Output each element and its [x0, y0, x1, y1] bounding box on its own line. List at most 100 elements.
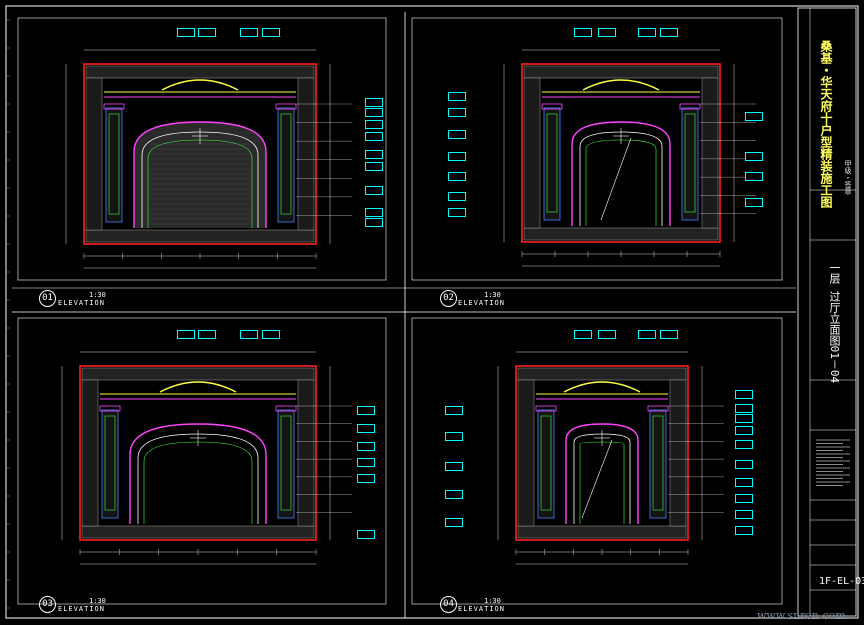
- material-tag-box: [357, 406, 375, 415]
- material-tag-box: [574, 28, 592, 37]
- pilaster-0: [105, 107, 123, 223]
- pilaster-panel-0: [104, 415, 116, 511]
- material-tag-box: [357, 474, 375, 483]
- material-tag-box: [598, 28, 616, 37]
- pilaster-0: [543, 107, 561, 221]
- material-tag-box: [448, 92, 466, 101]
- ceiling-band: [517, 367, 687, 381]
- material-tag-box: [745, 152, 763, 161]
- arch-outer: [133, 121, 267, 228]
- elevation-1: [65, 49, 352, 269]
- pilaster-1: [681, 107, 699, 221]
- material-tag-box: [365, 186, 383, 195]
- arch-liner: [585, 139, 657, 226]
- material-tag-box: [357, 530, 375, 539]
- pilaster-capital-1: [275, 405, 297, 412]
- wall-outline: [79, 365, 317, 541]
- drawing-title: 一层 过厅立面图01－04: [828, 262, 841, 384]
- material-tag-box: [365, 162, 383, 171]
- pilaster-capital-1: [647, 405, 669, 412]
- material-tag-box: [445, 490, 463, 499]
- material-tag-box: [735, 478, 753, 487]
- view-frame-4: [411, 317, 783, 605]
- material-tag-box: [365, 208, 383, 217]
- material-tag-box: [445, 518, 463, 527]
- material-tag-box: [745, 172, 763, 181]
- material-tag-box: [448, 208, 466, 217]
- pilaster-capital-1: [275, 103, 297, 110]
- sheet-border: [5, 5, 859, 619]
- wall-outline: [83, 63, 317, 245]
- material-tag-box: [365, 132, 383, 141]
- cornice-arc: [563, 381, 641, 393]
- material-tag-box: [735, 440, 753, 449]
- material-tag-box: [177, 28, 195, 37]
- pilaster-0: [537, 409, 555, 519]
- view-frame-3: [17, 317, 387, 605]
- view-label-03: ELEVATION: [58, 605, 105, 613]
- arch-outer: [565, 423, 639, 524]
- floor-band: [517, 525, 687, 539]
- material-tag-box: [638, 28, 656, 37]
- pilaster-panel-1: [652, 415, 664, 511]
- cornice-arc: [582, 79, 660, 91]
- arch-liner: [579, 441, 625, 524]
- material-tag-box: [638, 330, 656, 339]
- pilaster-1: [649, 409, 667, 519]
- ceiling-band: [523, 65, 719, 79]
- view-frame-1: [17, 17, 387, 281]
- sheet-frames: [5, 5, 859, 619]
- material-tag-box: [660, 330, 678, 339]
- ceiling-band: [85, 65, 315, 79]
- view-label-04: ELEVATION: [458, 605, 505, 613]
- pilaster-panel-0: [540, 415, 552, 511]
- wall-right: [701, 77, 719, 229]
- material-tag-box: [445, 462, 463, 471]
- drawing-number: 1F-EL-03: [819, 576, 864, 587]
- material-tag-box: [735, 526, 753, 535]
- material-tag-box: [357, 424, 375, 433]
- material-tag-box: [735, 414, 753, 423]
- material-tag-box: [735, 426, 753, 435]
- wall-left: [85, 77, 103, 231]
- material-tag-box: [448, 172, 466, 181]
- watermark: www.snren.com: [757, 609, 846, 622]
- material-tag-box: [448, 192, 466, 201]
- material-tag-box: [198, 330, 216, 339]
- material-tag-box: [365, 108, 383, 117]
- material-tag-box: [262, 28, 280, 37]
- cornice-arc: [161, 79, 239, 91]
- elevation-4: [497, 351, 724, 565]
- view-scale-02: 1:30: [484, 291, 501, 299]
- arch-inner: [579, 131, 663, 226]
- arch-outer: [571, 121, 671, 226]
- wall-outline: [515, 365, 689, 541]
- wall-right: [297, 77, 315, 231]
- material-tag-box: [445, 406, 463, 415]
- material-tag-box: [735, 494, 753, 503]
- wall-right: [297, 379, 315, 527]
- view-number-03: 03: [39, 596, 56, 613]
- pilaster-capital-1: [679, 103, 701, 110]
- elevation-2: [503, 49, 756, 267]
- material-tag-box: [745, 198, 763, 207]
- pilaster-panel-1: [280, 113, 292, 215]
- material-tag-box: [357, 458, 375, 467]
- view-label-02: ELEVATION: [458, 299, 505, 307]
- material-tag-box: [745, 112, 763, 121]
- material-tag-box: [735, 404, 753, 413]
- material-tag-box: [735, 390, 753, 399]
- material-tag-box: [448, 108, 466, 117]
- material-tag-box: [574, 330, 592, 339]
- view-label-01: ELEVATION: [58, 299, 105, 307]
- material-tag-box: [445, 432, 463, 441]
- ceiling-band: [81, 367, 315, 381]
- material-tag-box: [262, 330, 280, 339]
- view-scale-01: 1:30: [89, 291, 106, 299]
- title-block-frame: [797, 7, 857, 617]
- elevation-views: [61, 49, 756, 565]
- project-title: 桑基・华天府十户型精装施工图: [819, 40, 833, 208]
- pilaster-panel-0: [546, 113, 558, 213]
- material-tag-box: [240, 330, 258, 339]
- elevation-3: [61, 351, 352, 565]
